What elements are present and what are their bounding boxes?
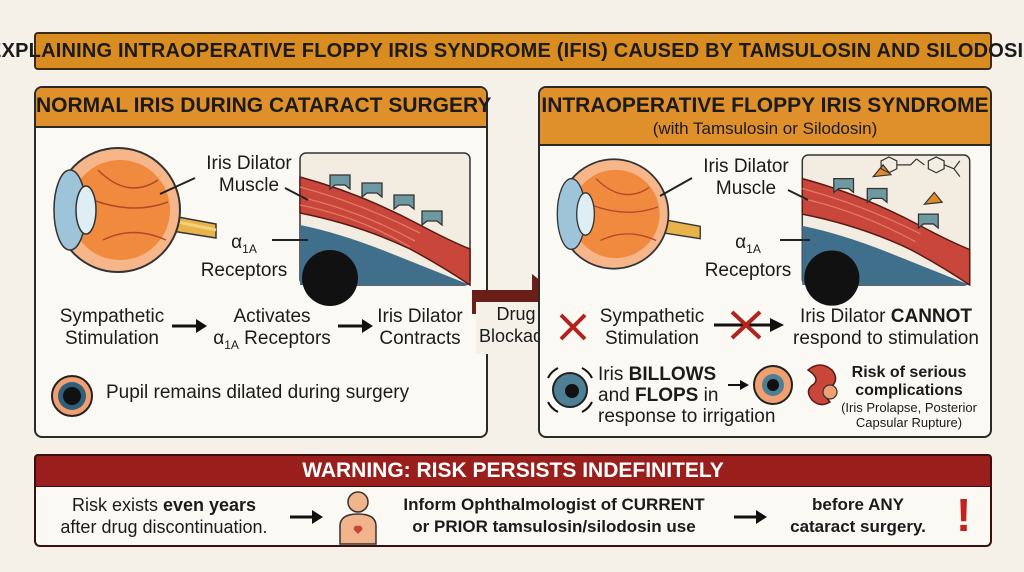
warning-arrow-2	[734, 510, 767, 524]
warning-risk-years: Risk exists even years after drug discon…	[60, 495, 268, 537]
small-arrow-icon	[728, 380, 749, 390]
flow-arrow-left-2	[338, 319, 373, 333]
dilator-label-right: Iris Dilator Muscle	[703, 156, 789, 199]
receptor-label-right: α1A Receptors	[704, 232, 792, 281]
sympathetic-stimulation-right: Sympathetic Stimulation	[599, 306, 705, 349]
warning-bar: WARNING: RISK PERSISTS INDEFINITELY	[34, 454, 992, 488]
blocked-arrow-icon	[714, 310, 784, 340]
muscle-inset-right	[801, 154, 971, 306]
ifis-header: INTRAOPERATIVE FLOPPY IRIS SYNDROME (wit…	[540, 88, 990, 146]
warning-before-surgery: before ANY cataract surgery.	[790, 495, 926, 536]
dilator-label-left: Iris Dilator Muscle	[206, 153, 292, 196]
muscle-inset-left	[299, 152, 471, 306]
title-bar: EXPLAINING INTRAOPERATIVE FLOPPY IRIS SY…	[0, 32, 1024, 70]
warning-arrow-1	[290, 510, 323, 524]
flow-arrow-left-1	[172, 319, 207, 333]
pupil-icon	[51, 375, 93, 417]
page-title: EXPLAINING INTRAOPERATIVE FLOPPY IRIS SY…	[0, 39, 1024, 62]
drug-blockade-text: Drug Blockade	[478, 304, 554, 346]
normal-iris-heading: NORMAL IRIS DURING CATARACT SURGERY	[36, 94, 492, 117]
eye-illustration-left	[53, 147, 217, 273]
exclamation-icon: !	[956, 489, 972, 541]
risk-complications: Risk of serious complications (Iris Prol…	[841, 364, 977, 430]
ifis-subheading: (with Tamsulosin or Silodosin)	[652, 119, 878, 138]
pointer-lines-left	[159, 177, 309, 241]
pupil-damaged-icon	[753, 365, 793, 405]
eye-illustration-right	[556, 158, 701, 270]
ifis-heading: INTRAOPERATIVE FLOPPY IRIS SYNDROME	[541, 94, 989, 117]
normal-iris-header: NORMAL IRIS DURING CATARACT SURGERY	[36, 88, 492, 128]
iris-billows-text: Iris BILLOWS and FLOPS in response to ir…	[598, 364, 776, 427]
iris-dilator-contracts-left: Iris Dilator Contracts	[377, 306, 463, 349]
billowing-iris-icon	[547, 367, 593, 413]
patient-icon	[339, 491, 377, 545]
block-x-icon	[559, 313, 587, 341]
cannot-respond-right: Iris Dilator CANNOT respond to stimulati…	[793, 306, 979, 349]
pupil-note: Pupil remains dilated during surgery	[106, 382, 410, 403]
receptor-label-left: α1A Receptors	[200, 232, 288, 281]
sympathetic-stimulation-left: Sympathetic Stimulation	[59, 306, 165, 349]
pointer-lines-right	[659, 177, 810, 241]
activates-receptors-left: Activates α1A Receptors	[213, 306, 331, 352]
warning-body	[34, 487, 992, 547]
iris-prolapse-icon	[806, 364, 838, 406]
warning-inform: Inform Ophthalmologist of CURRENT or PRI…	[403, 495, 705, 536]
warning-heading: WARNING: RISK PERSISTS INDEFINITELY	[302, 459, 724, 482]
